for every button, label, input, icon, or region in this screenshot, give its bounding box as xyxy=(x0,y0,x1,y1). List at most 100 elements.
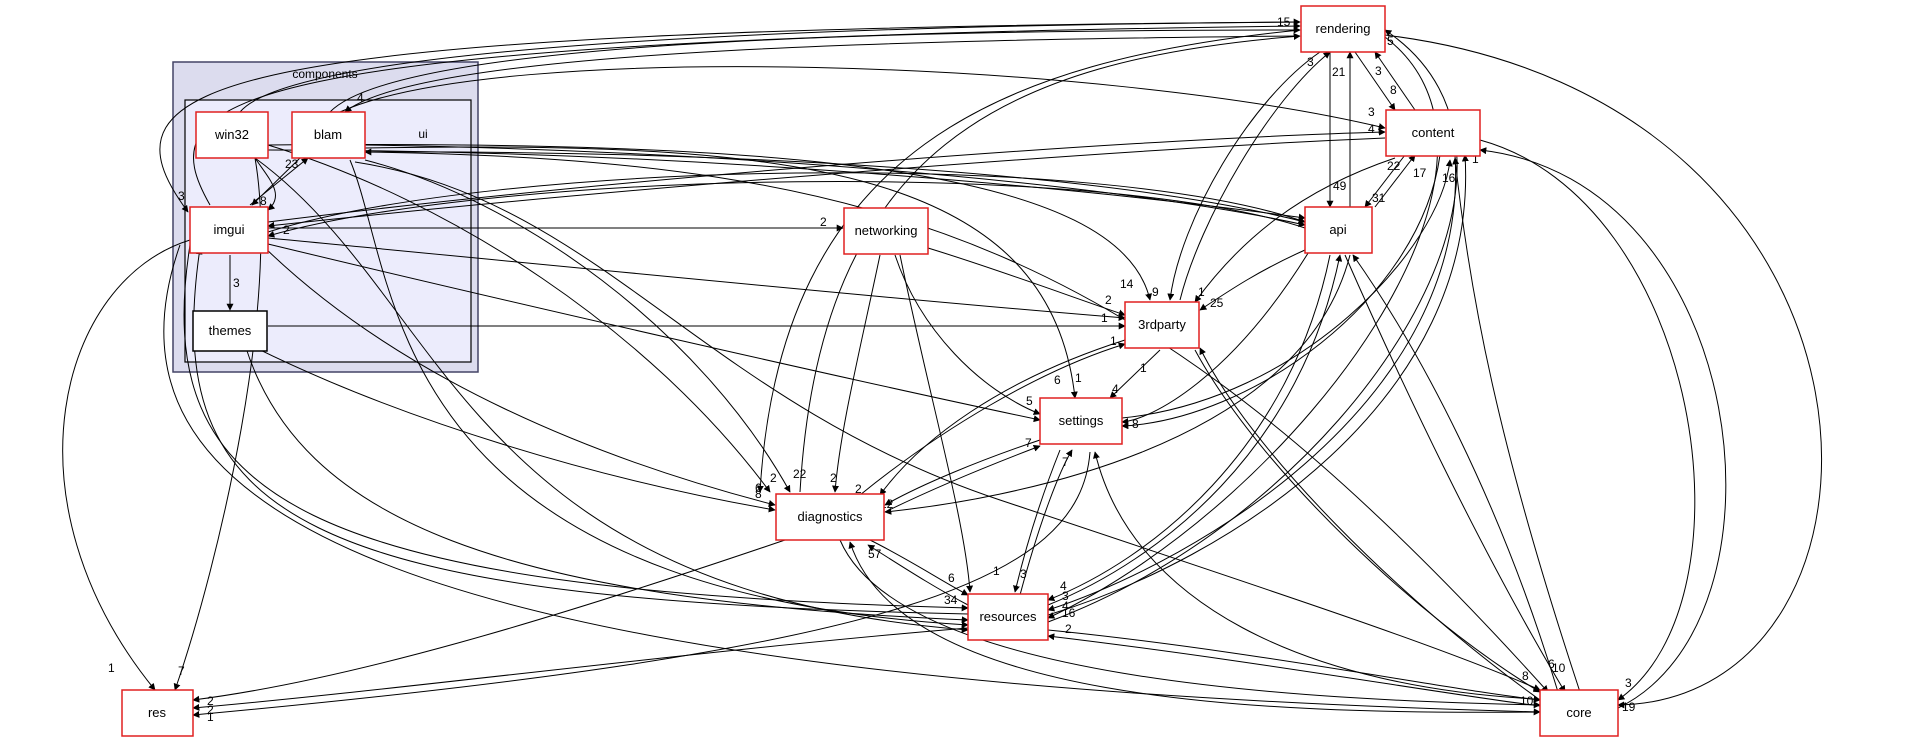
edge-label-win32-imgui: 2 xyxy=(283,223,290,237)
edge-blam-core-2 xyxy=(354,161,1541,691)
edge-label-res-resources: 2 xyxy=(207,694,214,708)
edge-label-rendering-resources: 16 xyxy=(1062,606,1076,620)
edge-label-win32-diagnostics: 2 xyxy=(770,471,777,485)
edge-label-resources-core: 8 xyxy=(1522,669,1529,683)
edge-themes-diagnostics xyxy=(249,344,776,513)
edge-imgui-res xyxy=(62,239,191,691)
edge-rendering-resources xyxy=(1047,29,1438,619)
edge-api-imgui xyxy=(267,181,1306,238)
edge-label-content-rendering: 3 xyxy=(1375,64,1382,78)
node-settings-label: settings xyxy=(1059,413,1104,428)
edge-label-imgui-resources: 34 xyxy=(944,593,958,607)
edge-settings-resources xyxy=(1013,449,1061,593)
edge-label-resources-settings: 7 xyxy=(1062,455,1069,469)
edge-label-networking-3rdparty: 2 xyxy=(1105,293,1112,307)
edge-label-blam-content: 3 xyxy=(1368,105,1375,119)
edge-label-imgui-settings: 6 xyxy=(1054,373,1061,387)
node-win32[interactable]: win32 xyxy=(195,111,269,159)
edge-blam-rendering xyxy=(329,26,1301,113)
edge-label-imgui-blam: 8 xyxy=(260,194,267,208)
edge-label-content-settings: 1 xyxy=(1075,371,1082,385)
edge-label-settings-resources: 3 xyxy=(1020,567,1027,581)
edge-label-rendering-core: 19 xyxy=(1622,700,1636,714)
edge-label-imgui-content: 4 xyxy=(1368,122,1375,136)
edge-win32-rendering xyxy=(239,18,1301,113)
edge-label-api-rendering: 21 xyxy=(1332,65,1346,79)
node-settings[interactable]: settings xyxy=(1039,397,1123,445)
edge-core-3rdparty xyxy=(1199,347,1541,701)
edge-api-resources xyxy=(1047,254,1331,601)
edge-settings-content xyxy=(1121,159,1453,419)
node-blam[interactable]: blam xyxy=(291,111,366,159)
edge-content-3rdparty xyxy=(1194,157,1396,303)
edge-diagnostics-rendering xyxy=(799,33,1301,493)
edge-label-core-content: 16 xyxy=(1442,171,1456,185)
edge-api-diagnostics xyxy=(884,254,1351,515)
edge-label-settings-diagnostics: 7 xyxy=(1025,436,1032,450)
edge-label-res-imgui: 1 xyxy=(108,661,115,675)
edge-api-blam xyxy=(364,148,1306,223)
edge-win32-imgui xyxy=(254,157,277,211)
cluster-ui-label: ui xyxy=(418,127,427,141)
edge-core-resources xyxy=(1047,633,1541,707)
edge-label-rendering-3rdparty: 9 xyxy=(1152,285,1159,299)
edge-label-core-3rdparty: 1 xyxy=(1198,285,1205,299)
edge-resources-diagnostics xyxy=(867,544,969,606)
node-resources-label: resources xyxy=(979,609,1037,624)
node-res[interactable]: res xyxy=(121,689,194,737)
node-3rdparty[interactable]: 3rdparty xyxy=(1124,301,1200,349)
node-rendering-label: rendering xyxy=(1316,21,1371,36)
edge-label-networking-diagnostics: 2 xyxy=(830,471,837,485)
edge-api-content xyxy=(1374,154,1416,208)
node-win32-label: win32 xyxy=(214,127,249,142)
edge-resources-settings xyxy=(1019,449,1073,596)
node-content-label: content xyxy=(1412,125,1455,140)
edge-diagnostics-resources xyxy=(869,539,969,596)
edge-rendering-imgui xyxy=(159,21,1301,213)
edge-3rdparty-diagnostics xyxy=(879,339,1126,496)
node-core[interactable]: core xyxy=(1539,689,1619,737)
node-api-label: api xyxy=(1329,222,1346,237)
edge-3rdparty-rendering xyxy=(1179,51,1331,301)
node-diagnostics[interactable]: diagnostics xyxy=(775,493,885,541)
node-networking-label: networking xyxy=(855,223,918,238)
edge-label-imgui-rendering: 15 xyxy=(1277,15,1291,29)
edge-label-settings-3rdparty: 1 xyxy=(1140,361,1147,375)
edge-label-networking-resources: 1 xyxy=(993,564,1000,578)
edge-diagnostics-res xyxy=(192,539,786,703)
edge-label-content-api: 22 xyxy=(1387,159,1401,173)
node-content[interactable]: content xyxy=(1385,109,1481,157)
node-themes[interactable]: themes xyxy=(192,310,268,352)
edge-label-imgui-themes: 3 xyxy=(233,276,240,290)
edge-content-settings xyxy=(1121,154,1441,430)
node-rendering[interactable]: rendering xyxy=(1300,5,1386,53)
edge-rendering-3rdparty xyxy=(1167,51,1321,301)
edge-api-core xyxy=(1344,254,1566,693)
node-api[interactable]: api xyxy=(1304,206,1373,254)
node-networking[interactable]: networking xyxy=(843,207,929,255)
edge-label-res-settings: 1 xyxy=(207,710,214,724)
node-imgui[interactable]: imgui xyxy=(189,206,269,254)
edge-imgui-core xyxy=(163,244,1541,716)
edge-label-networking-settings: 5 xyxy=(1026,394,1033,408)
edge-core-settings xyxy=(1093,451,1556,701)
edge-label-imgui-diagnostics: 8 xyxy=(755,487,762,501)
edge-label-core-settings: 8 xyxy=(1132,417,1139,431)
edge-label-content-core: 3 xyxy=(1625,676,1632,690)
edge-label-res-win32: 7 xyxy=(178,664,185,678)
edge-label-imgui-networking: 2 xyxy=(820,215,827,229)
edge-imgui-rendering xyxy=(192,22,1301,206)
edge-labels: 3 2 8 23 2 3 1 2 25 1 9 14 1 1 6 5 1 4 7… xyxy=(108,15,1636,724)
edge-content-core xyxy=(1479,139,1696,701)
edge-label-api-3rdparty: 25 xyxy=(1210,296,1224,310)
edge-imgui-resources xyxy=(183,244,969,612)
edge-blam-core xyxy=(364,151,1549,693)
edge-imgui-3rdparty xyxy=(267,237,1126,321)
edge-blam-resources xyxy=(349,159,969,629)
edge-networking-3rdparty xyxy=(927,247,1126,317)
node-resources[interactable]: resources xyxy=(967,593,1049,641)
node-themes-label: themes xyxy=(209,323,252,338)
edge-imgui-api xyxy=(267,172,1306,233)
edge-blam-settings xyxy=(364,146,1078,399)
edge-api-settings xyxy=(1121,249,1311,426)
